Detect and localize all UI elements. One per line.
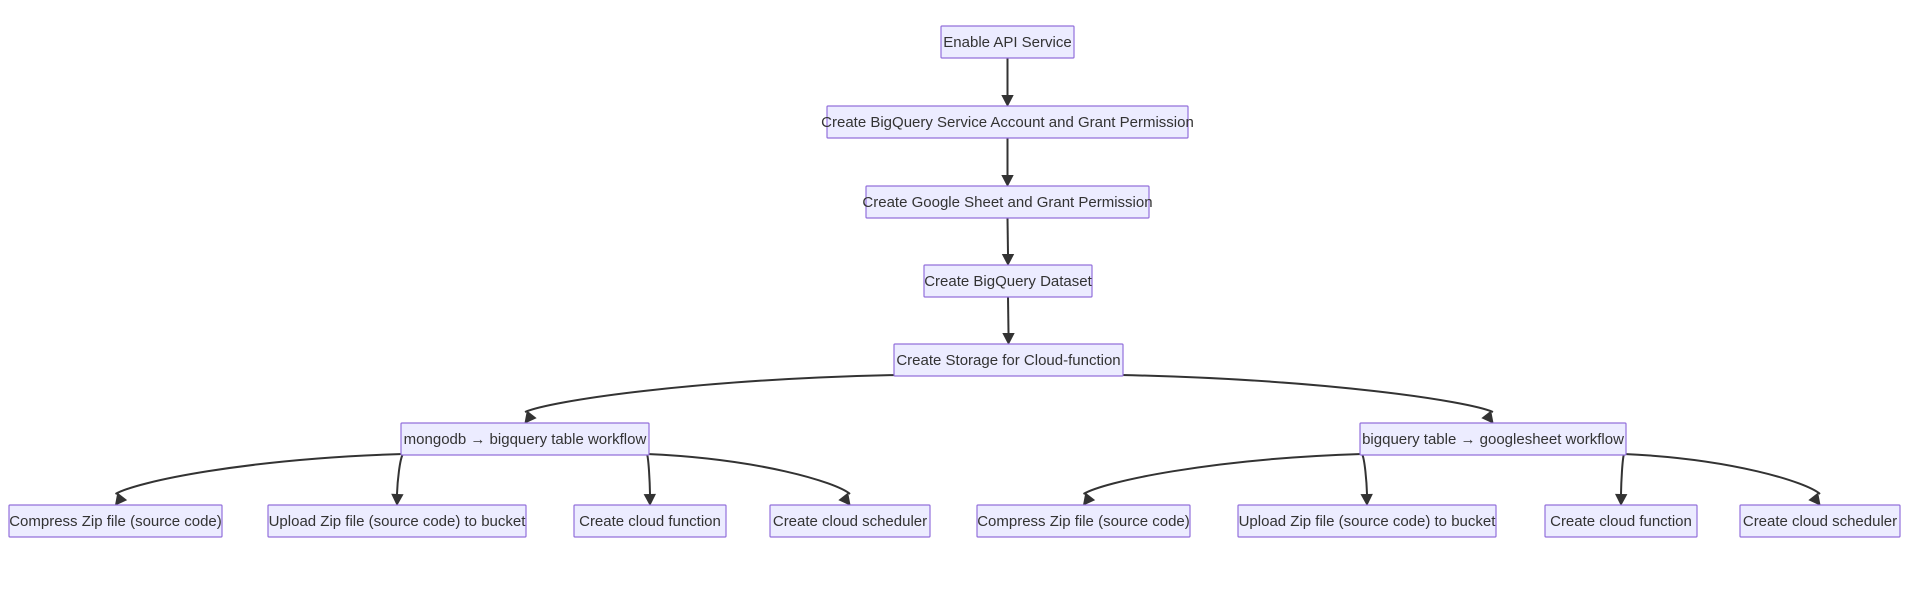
node-compress-zip-file-source-code[interactable]: Compress Zip file (source code) — [976, 504, 1191, 538]
node-compress-zip-file-source-code[interactable]: Compress Zip file (source code) — [8, 504, 223, 538]
node-create-cloud-scheduler[interactable]: Create cloud scheduler — [1739, 504, 1901, 538]
node-box[interactable] — [400, 422, 650, 456]
node-box[interactable] — [940, 25, 1075, 59]
edge-mongodb-to-bigquery-table-workflow-to-compress-zip-file-source-code — [114, 453, 404, 506]
edge-create-storage-for-cloud-function-to-bigquery-table-to-googlesheet-workflow — [1120, 374, 1494, 424]
edge-create-bigquery-service-account-and-grant-permission-to-create-google-sheet-and-grant-permission — [1001, 138, 1014, 187]
edge-bigquery-table-to-googlesheet-workflow-to-compress-zip-file-source-code — [1082, 453, 1363, 506]
node-box[interactable] — [1237, 504, 1497, 538]
node-create-storage-for-cloud-function[interactable]: Create Storage for Cloud-function — [893, 343, 1124, 377]
node-create-google-sheet-and-grant-permission[interactable]: Create Google Sheet and Grant Permission — [862, 185, 1153, 219]
edge-arrowhead — [1001, 175, 1014, 187]
edge-arrowhead — [1614, 493, 1628, 506]
edge-enable-api-service-to-create-bigquery-service-account-and-grant-permission — [1001, 58, 1014, 107]
edge-create-google-sheet-and-grant-permission-to-create-bigquery-dataset — [1001, 217, 1015, 266]
node-box[interactable] — [1544, 504, 1698, 538]
node-box[interactable] — [826, 105, 1189, 139]
node-box[interactable] — [976, 504, 1191, 538]
node-box[interactable] — [1359, 422, 1627, 456]
edge-arrowhead — [838, 492, 851, 506]
node-box[interactable] — [8, 504, 223, 538]
edge-arrowhead — [524, 410, 537, 424]
edge-arrowhead — [1001, 95, 1014, 107]
node-enable-api-service[interactable]: Enable API Service — [940, 25, 1075, 59]
node-upload-zip-file-source-code-to-bucket[interactable]: Upload Zip file (source code) to bucket — [1237, 504, 1497, 538]
edge-mongodb-to-bigquery-table-workflow-to-upload-zip-file-source-code-to-bucket — [391, 453, 404, 506]
node-box[interactable] — [769, 504, 931, 538]
node-box[interactable] — [267, 504, 527, 538]
edge-arrowhead — [114, 492, 128, 506]
edge-arrowhead — [1001, 254, 1015, 266]
node-create-bigquery-service-account-and-grant-permission[interactable]: Create BigQuery Service Account and Gran… — [821, 105, 1194, 139]
edge-arrowhead — [1360, 493, 1373, 506]
edge-create-storage-for-cloud-function-to-mongodb-to-bigquery-table-workflow — [524, 374, 897, 424]
edge-arrowhead — [1002, 333, 1015, 345]
node-upload-zip-file-source-code-to-bucket[interactable]: Upload Zip file (source code) to bucket — [267, 504, 527, 538]
node-box[interactable] — [893, 343, 1124, 377]
edge-create-bigquery-dataset-to-create-storage-for-cloud-function — [1002, 296, 1015, 345]
edge-arrowhead — [643, 493, 657, 506]
node-box[interactable] — [923, 264, 1093, 298]
node-box[interactable] — [865, 185, 1150, 219]
edge-arrowhead — [1808, 492, 1821, 506]
node-create-cloud-function[interactable]: Create cloud function — [573, 504, 727, 538]
edge-arrowhead — [1481, 410, 1494, 424]
edge-arrowhead — [391, 493, 404, 506]
node-bigquery-table-to-googlesheet-workflow[interactable]: bigquery table → googlesheet workflow — [1359, 422, 1627, 456]
node-create-cloud-function[interactable]: Create cloud function — [1544, 504, 1698, 538]
node-create-bigquery-dataset[interactable]: Create BigQuery Dataset — [923, 264, 1093, 298]
node-create-cloud-scheduler[interactable]: Create cloud scheduler — [769, 504, 931, 538]
node-box[interactable] — [573, 504, 727, 538]
edge-bigquery-table-to-googlesheet-workflow-to-create-cloud-function — [1614, 453, 1628, 506]
edge-bigquery-table-to-googlesheet-workflow-to-create-cloud-scheduler — [1623, 453, 1821, 506]
node-mongodb-to-bigquery-table-workflow[interactable]: mongodb → bigquery table workflow — [400, 422, 650, 456]
edges-layer — [114, 58, 1821, 506]
edge-arrowhead — [1082, 492, 1096, 506]
edge-mongodb-to-bigquery-table-workflow-to-create-cloud-scheduler — [646, 453, 851, 506]
edge-mongodb-to-bigquery-table-workflow-to-create-cloud-function — [643, 453, 657, 506]
node-box[interactable] — [1739, 504, 1901, 538]
edge-bigquery-table-to-googlesheet-workflow-to-upload-zip-file-source-code-to-bucket — [1360, 453, 1373, 506]
